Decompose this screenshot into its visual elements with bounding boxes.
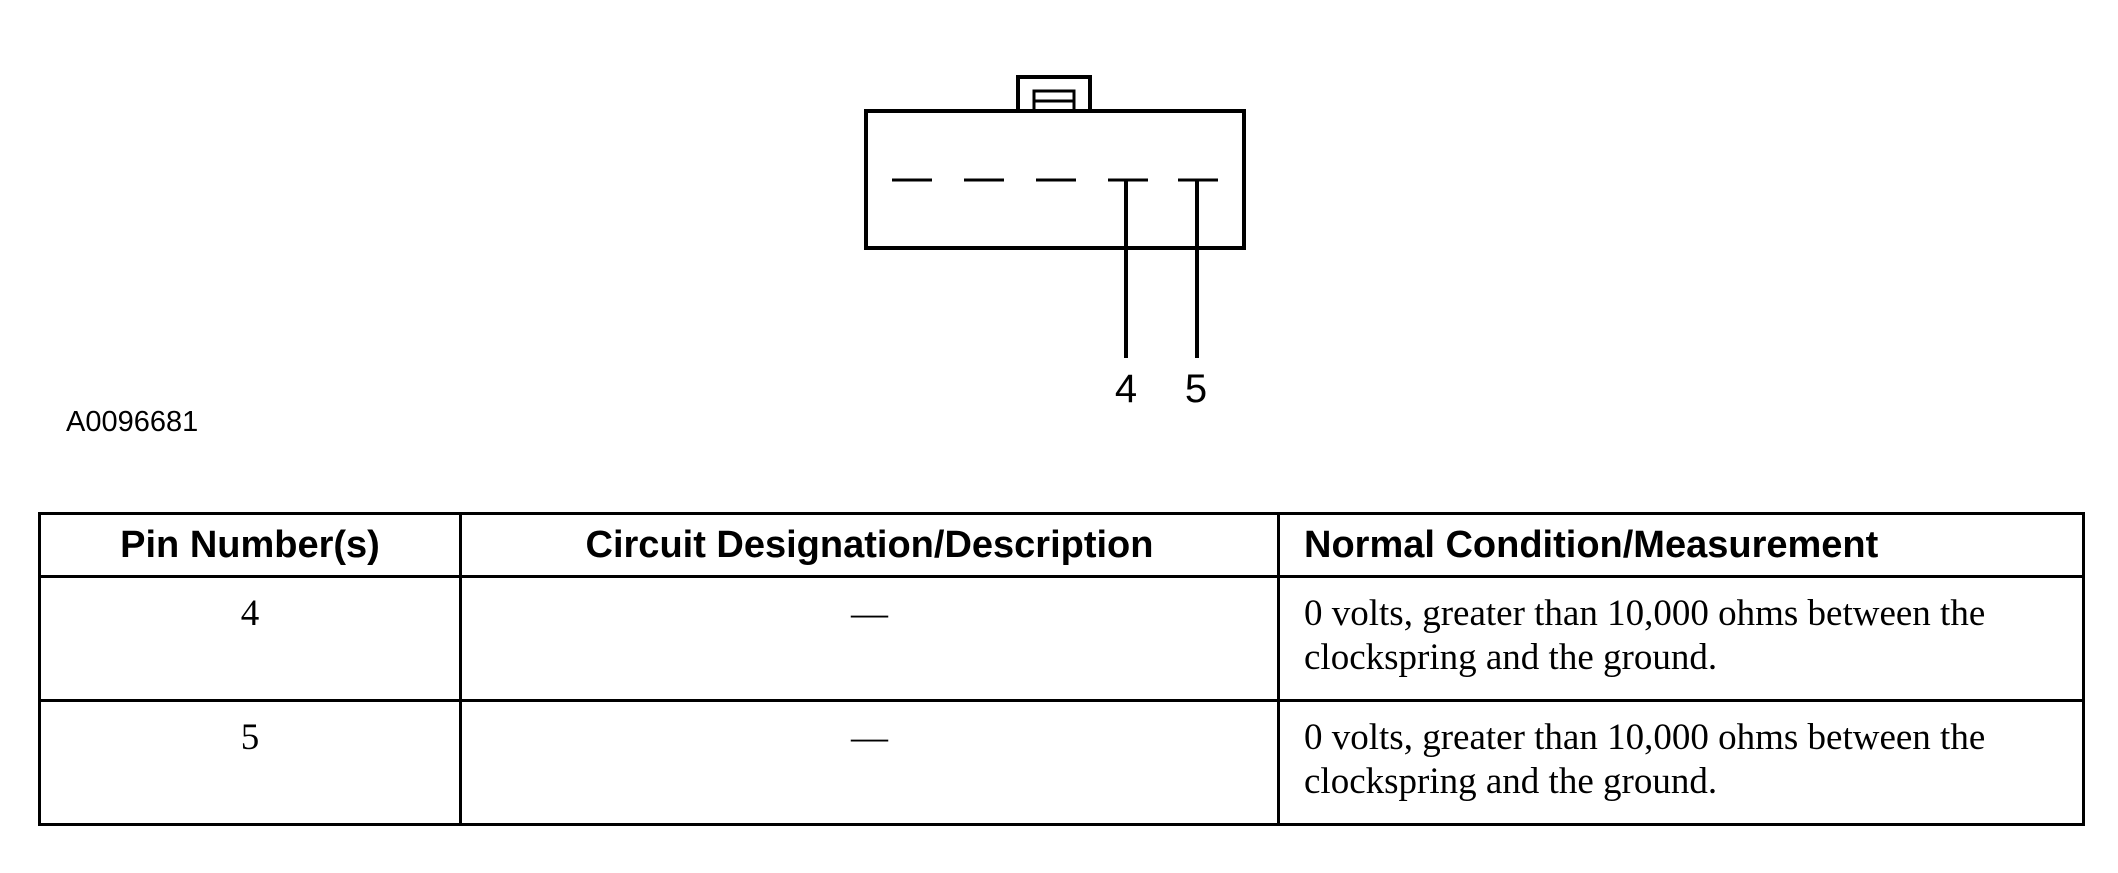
cell-pin-number: 4 [38, 575, 462, 702]
header-circuit-designation: Circuit Designation/Description [459, 512, 1280, 578]
table-row: 5 — 0 volts, greater than 10,000 ohms be… [38, 699, 2085, 826]
cell-circuit-designation: — [459, 575, 1280, 702]
pin-label-4: 4 [1115, 367, 1137, 411]
cell-normal-condition: 0 volts, greater than 10,000 ohms betwee… [1277, 575, 2085, 702]
header-pin-number: Pin Number(s) [38, 512, 462, 578]
figure-id: A0096681 [66, 406, 199, 438]
table-header-row: Pin Number(s) Circuit Designation/Descri… [38, 512, 2085, 578]
cell-circuit-designation: — [459, 699, 1280, 826]
connector-diagram: 4 5 [864, 75, 1246, 411]
table-row: 4 — 0 volts, greater than 10,000 ohms be… [38, 575, 2085, 702]
pin-table: Pin Number(s) Circuit Designation/Descri… [38, 512, 2085, 826]
header-normal-condition: Normal Condition/Measurement [1277, 512, 2085, 578]
pin-label-5: 5 [1185, 367, 1207, 411]
cell-normal-condition: 0 volts, greater than 10,000 ohms betwee… [1277, 699, 2085, 826]
connector-lock-tab [1016, 75, 1092, 114]
cell-pin-number: 5 [38, 699, 462, 826]
